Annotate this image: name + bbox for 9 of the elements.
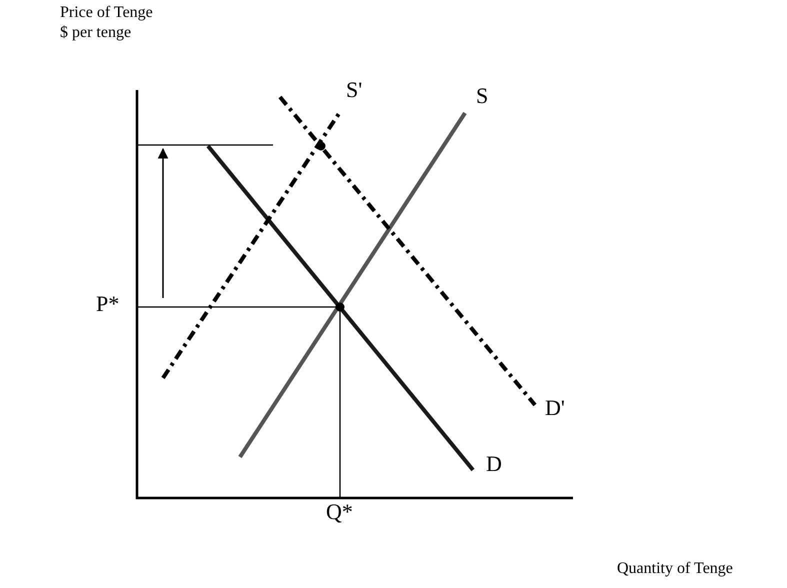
quantity-label: Q*: [326, 500, 353, 524]
curve-label: S: [476, 84, 488, 108]
curve-label: S': [346, 78, 362, 102]
curve-label: D: [486, 452, 502, 476]
price-label: P*: [96, 292, 120, 316]
axis-title: Quantity of Tenge: [617, 560, 733, 578]
curve-label: D': [545, 396, 565, 420]
axis-title: Price of Tenge: [60, 4, 153, 22]
axis-unit: $ per tenge: [60, 24, 132, 42]
